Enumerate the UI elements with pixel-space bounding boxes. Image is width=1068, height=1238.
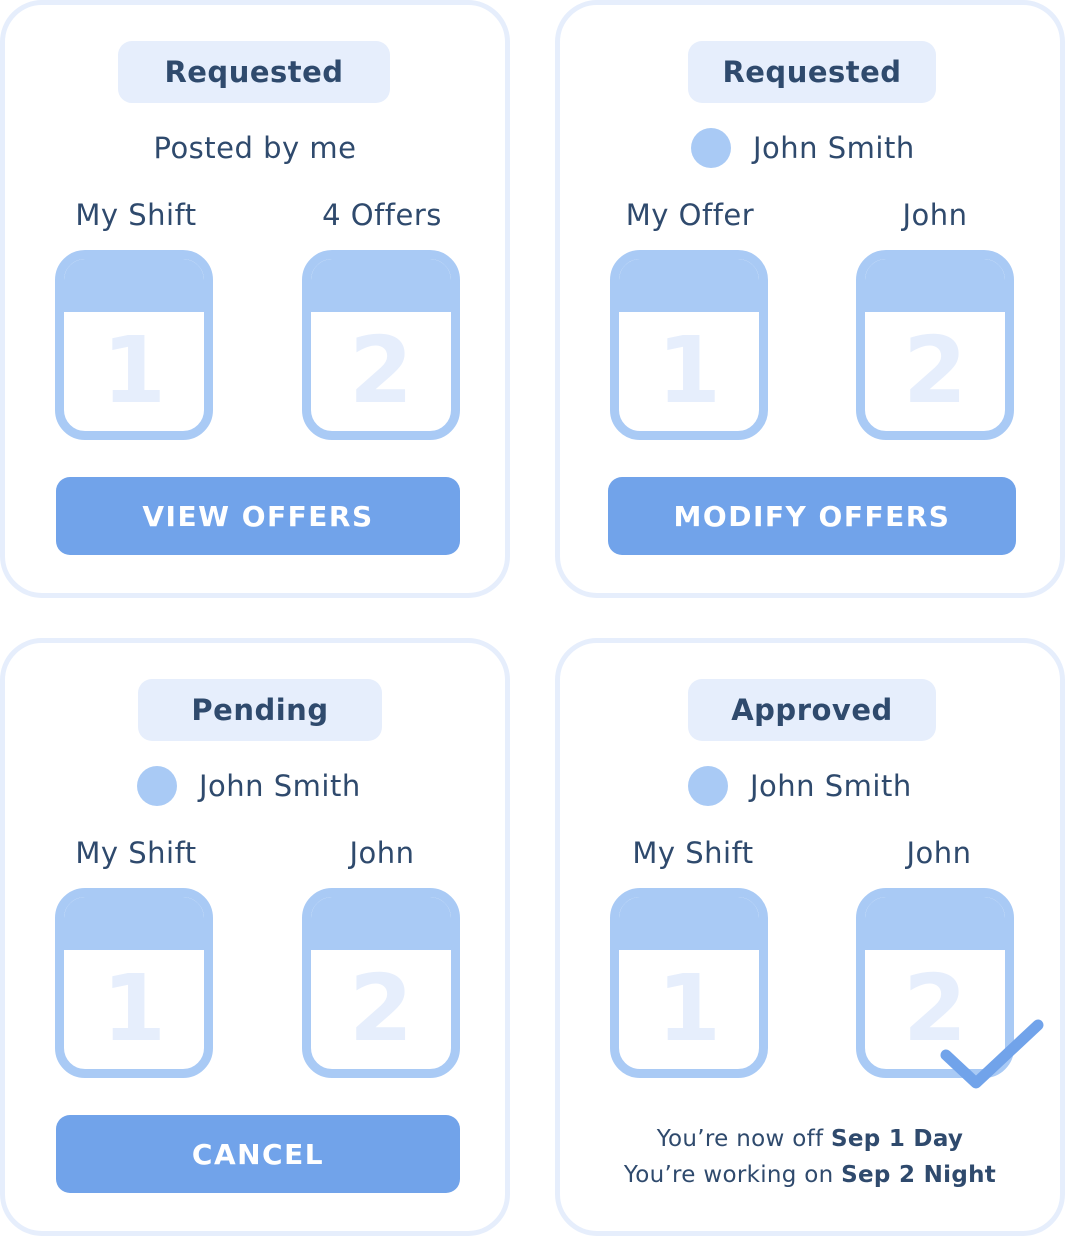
avatar (688, 766, 728, 806)
person-row: John Smith (137, 761, 361, 811)
avatar (137, 766, 177, 806)
left-column-label: My Shift (632, 836, 754, 870)
calendar-icon-john: 2 (856, 250, 1014, 440)
right-column-label: John (349, 836, 415, 870)
calendar-day: 2 (902, 317, 967, 424)
status-badge: Pending (138, 679, 382, 741)
right-column-label: John (906, 836, 972, 870)
calendar-day: 1 (101, 955, 166, 1062)
calendar-icon-my-offer: 1 (610, 250, 768, 440)
calendar-day: 2 (348, 955, 413, 1062)
calendar-day: 2 (902, 955, 967, 1062)
swap-card-approved: Approved John Smith My Shift John 1 2 Yo… (555, 638, 1065, 1236)
person-name: John Smith (750, 769, 912, 803)
calendar-day: 2 (348, 317, 413, 424)
status-badge: Requested (688, 41, 936, 103)
calendar-day: 1 (101, 317, 166, 424)
right-column-label: 4 Offers (322, 198, 442, 232)
person-row: John Smith (688, 761, 912, 811)
swap-summary: You’re now off Sep 1 Day You’re working … (560, 1121, 1060, 1193)
off-shift-date: Sep 1 Day (830, 1126, 964, 1152)
person-name: John Smith (753, 131, 915, 165)
person-row: John Smith (691, 123, 915, 173)
summary-line-working: You’re working on Sep 2 Night (623, 1162, 997, 1188)
calendar-icon-my-shift: 1 (610, 888, 768, 1078)
calendar-icon-john: 2 (302, 888, 460, 1078)
left-column-label: My Shift (75, 198, 197, 232)
posted-by-text: Posted by me (153, 131, 357, 165)
swap-card-pending: Pending John Smith My Shift John 1 2 CAN… (0, 638, 510, 1236)
left-column-label: My Offer (625, 198, 755, 232)
calendar-day: 1 (656, 955, 721, 1062)
calendar-day: 1 (656, 317, 721, 424)
calendar-icon-john: 2 (856, 888, 1014, 1078)
left-column-label: My Shift (75, 836, 197, 870)
calendar-icon-offers: 2 (302, 250, 460, 440)
swap-card-requested-posted: Requested Posted by me My Shift 4 Offers… (0, 0, 510, 598)
person-name: John Smith (199, 769, 361, 803)
checkmark-icon (940, 1019, 1044, 1089)
status-badge: Approved (688, 679, 936, 741)
view-offers-button[interactable]: VIEW OFFERS (56, 477, 460, 555)
avatar (691, 128, 731, 168)
working-shift-date: Sep 2 Night (841, 1162, 997, 1188)
cancel-button[interactable]: CANCEL (56, 1115, 460, 1193)
swap-card-requested-john: Requested John Smith My Offer John 1 2 M… (555, 0, 1065, 598)
calendar-icon-my-shift: 1 (55, 888, 213, 1078)
modify-offers-button[interactable]: MODIFY OFFERS (608, 477, 1016, 555)
summary-line-off: You’re now off Sep 1 Day (656, 1126, 964, 1152)
status-badge: Requested (118, 41, 390, 103)
calendar-icon-my-shift: 1 (55, 250, 213, 440)
posted-by-label: Posted by me (5, 123, 505, 173)
right-column-label: John (902, 198, 968, 232)
